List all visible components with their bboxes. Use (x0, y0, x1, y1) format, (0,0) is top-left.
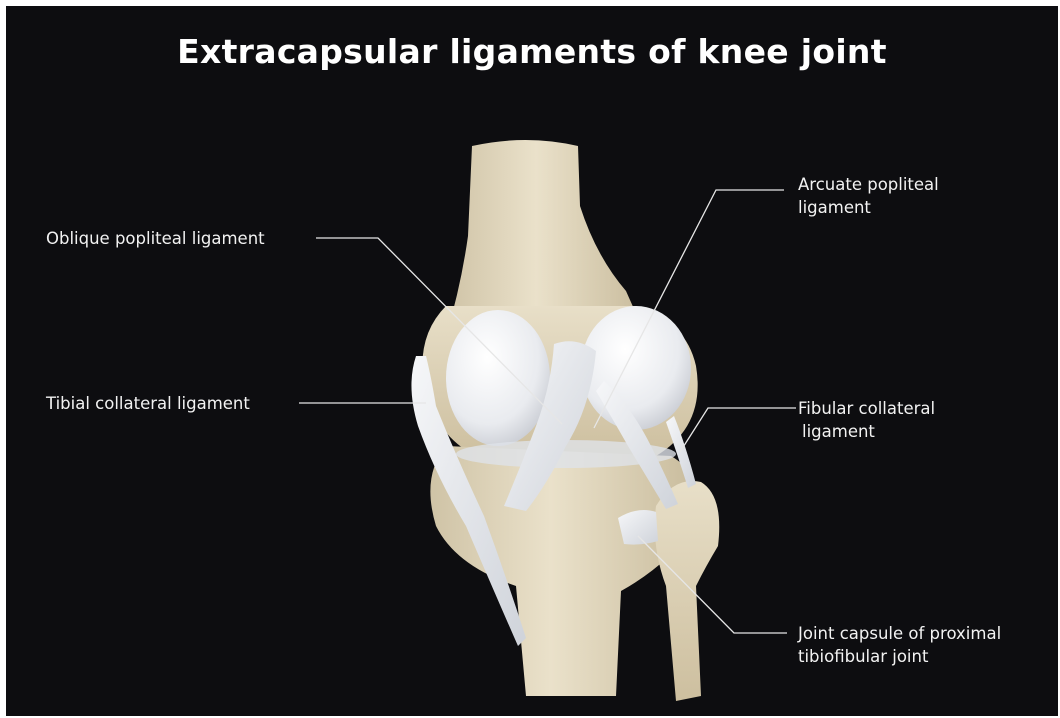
label-arcuate-popliteal-ligament: Arcuate popliteal ligament (798, 173, 939, 219)
tibiofibular-capsule-shape (618, 510, 658, 545)
label-oblique-popliteal-ligament: Oblique popliteal ligament (46, 227, 265, 250)
lateral-condyle (581, 306, 691, 430)
label-arcuate-popliteal-line2: ligament (798, 196, 939, 219)
diagram-canvas: Extracapsular ligaments of knee joint Ob… (6, 6, 1058, 716)
label-fibular-collateral-line2: ligament (798, 420, 935, 443)
label-joint-capsule-line1: Joint capsule of proximal (798, 622, 1001, 645)
medial-condyle (446, 310, 550, 446)
label-joint-capsule-tibiofibular: Joint capsule of proximal tibiofibular j… (798, 622, 1001, 668)
label-fibular-collateral-ligament: Fibular collateral ligament (798, 397, 935, 443)
label-tibial-collateral-line1: Tibial collateral ligament (46, 392, 250, 415)
label-arcuate-popliteal-line1: Arcuate popliteal (798, 173, 939, 196)
leader-fibular-collateral (680, 408, 796, 452)
label-oblique-popliteal-line1: Oblique popliteal ligament (46, 227, 265, 250)
knee-illustration (6, 6, 1058, 716)
label-joint-capsule-line2: tibiofibular joint (798, 645, 1001, 668)
label-tibial-collateral-ligament: Tibial collateral ligament (46, 392, 250, 415)
label-fibular-collateral-line1: Fibular collateral (798, 397, 935, 420)
diagram-title: Extracapsular ligaments of knee joint (6, 32, 1058, 71)
fibula (655, 481, 719, 701)
